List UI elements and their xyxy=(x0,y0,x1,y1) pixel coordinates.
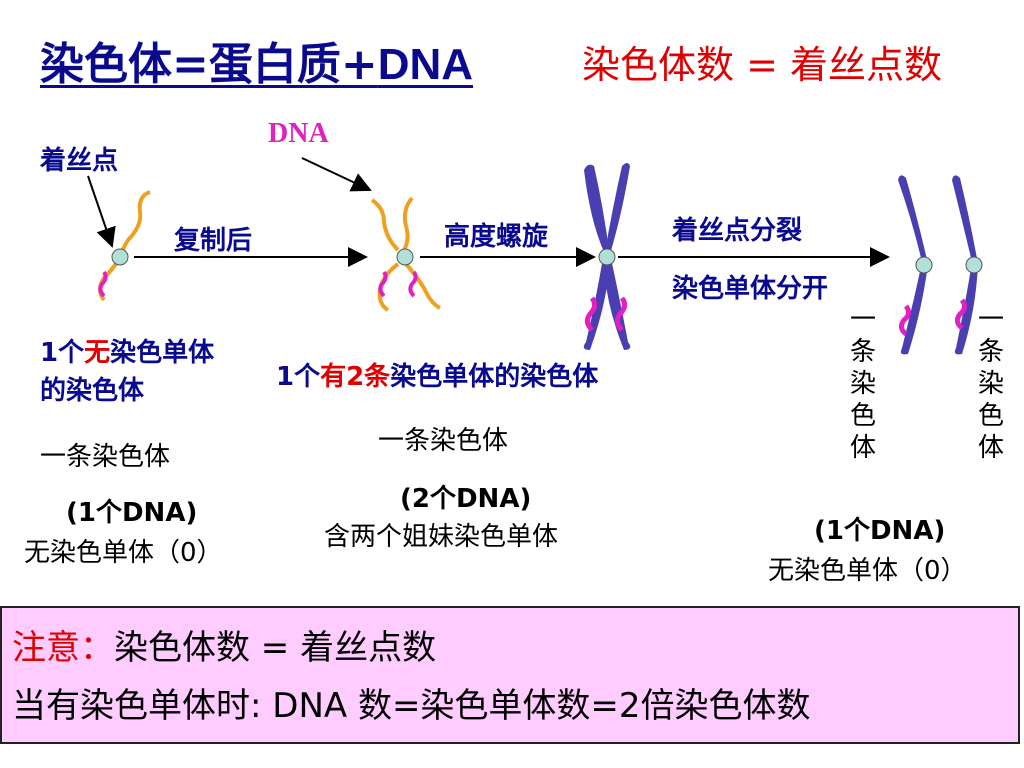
stage1-dna-count: (1个DNA) xyxy=(66,498,198,528)
stage3-vertical-right: 一条染色体 xyxy=(977,305,1004,463)
stage3-condensed-chromosome xyxy=(583,163,631,350)
stage1-chromosome xyxy=(98,190,151,302)
note-box xyxy=(0,606,1020,744)
stage2-sister-chromatids: 含两个姐妹染色单体 xyxy=(324,522,559,552)
dna-label: DNA xyxy=(268,118,329,149)
stage2-dna-count: (2个DNA) xyxy=(400,484,532,514)
note-line1: 注意：染色体数 = 着丝点数 xyxy=(12,628,437,668)
stage3-dna-count: (1个DNA) xyxy=(814,516,946,546)
note-line2: 当有染色单体时: DNA 数=染色单体数=2倍染色体数 xyxy=(12,686,811,726)
stage4-chromosome-left xyxy=(898,175,933,355)
stage1-one-chromosome: 一条染色体 xyxy=(40,442,171,472)
stage1-no-chromatid: 无染色单体（0） xyxy=(24,538,223,568)
chromosome-diagram xyxy=(87,157,983,355)
stage2-chromosome xyxy=(370,196,441,312)
stage2-one-chromosome: 一条染色体 xyxy=(378,426,509,456)
centromere-split-label: 着丝点分裂 xyxy=(672,216,803,246)
stage3-no-chromatid: 无染色单体（0） xyxy=(768,556,967,586)
high-coil-label: 高度螺旋 xyxy=(444,222,549,252)
chromatids-separate-label: 染色单体分开 xyxy=(672,274,829,304)
stage4-chromosome-right xyxy=(952,175,983,355)
stage1-desc-line1: 1个无染色单体 xyxy=(40,338,215,368)
stage2-desc: 1个有2条染色单体的染色体 xyxy=(276,362,599,392)
formula-header: 染色体数 = 着丝点数 xyxy=(582,43,942,87)
note-label: 注意： xyxy=(12,628,114,668)
after-replication-label: 复制后 xyxy=(174,226,253,256)
page-title: 染色体=蛋白质+DNA xyxy=(40,39,474,90)
stage3-vertical-left: 一条染色体 xyxy=(849,305,876,463)
centromere-label: 着丝点 xyxy=(40,146,119,176)
stage1-desc-line2: 的染色体 xyxy=(40,376,145,406)
